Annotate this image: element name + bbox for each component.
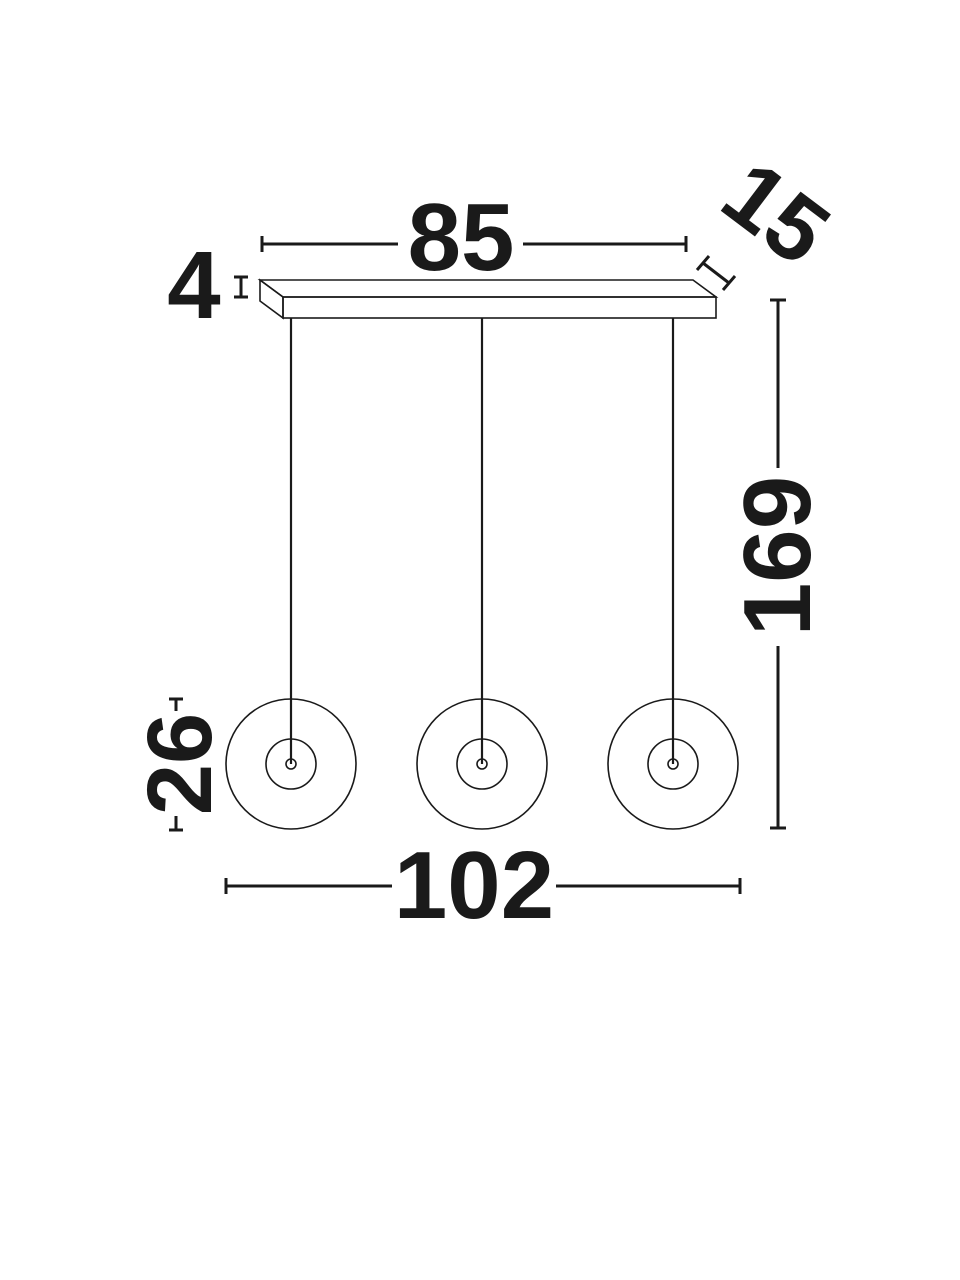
dimension-canopy-height: 4 (167, 232, 248, 339)
dimension-overall-height: 169 (724, 298, 831, 830)
dimension-shade-diameter: 26 (129, 697, 231, 832)
shade-diameter-label: 26 (129, 713, 231, 815)
dimension-canopy-depth: 15 (695, 142, 847, 291)
canopy (257, 278, 719, 320)
shade-left (225, 698, 357, 830)
suspension-cables (289, 318, 675, 764)
canopy-length-label: 85 (408, 184, 515, 291)
canopy-height-label: 4 (167, 232, 220, 339)
shade-right (607, 698, 739, 830)
dimension-overall-width: 102 (224, 832, 742, 939)
canopy-depth-label: 15 (704, 142, 847, 285)
overall-height-label: 169 (724, 476, 831, 636)
dimension-canopy-length: 85 (260, 184, 688, 291)
overall-width-label: 102 (394, 832, 554, 939)
shade-center (416, 698, 548, 830)
